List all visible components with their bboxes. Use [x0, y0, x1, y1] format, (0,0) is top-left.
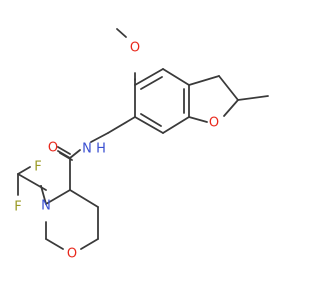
bond: [17, 173, 47, 191]
bond: [69, 149, 81, 159]
bond: [140, 113, 162, 127]
bond: [218, 75, 239, 101]
atom-o-methoxy: O: [130, 41, 140, 56]
bond: [40, 185, 47, 205]
bond: [237, 95, 269, 101]
atom-o-furan: O: [209, 116, 219, 131]
bond: [162, 116, 190, 134]
bond: [57, 146, 71, 155]
bond: [45, 238, 64, 250]
atom-o-morpholine: O: [67, 247, 77, 262]
bond: [17, 166, 31, 175]
atom-labels: O O O N H N O F F: [14, 41, 219, 262]
bond: [90, 132, 109, 143]
bond: [134, 68, 164, 86]
bond: [69, 189, 99, 208]
bond: [223, 99, 239, 117]
bond: [188, 116, 208, 123]
atom-f-top: F: [34, 160, 41, 175]
atom-h-amide: H: [96, 142, 106, 157]
bonds: [40, 28, 269, 250]
bond: [140, 76, 163, 90]
atom-f-bottom: F: [14, 200, 21, 215]
bond: [116, 28, 127, 38]
bond: [107, 116, 136, 134]
atom-o-carbonyl: O: [48, 141, 58, 156]
bond: [188, 75, 220, 86]
bond: [45, 189, 71, 205]
molecule-canvas: O O O N H N O F F: [14, 28, 269, 262]
bond: [162, 68, 190, 86]
bonds-detail: [17, 166, 47, 196]
bond: [80, 238, 99, 250]
structure-diagram: O O O N H N O F F: [14, 28, 269, 262]
atom-n-amide: N: [82, 142, 92, 157]
atom-n-morpholine: N: [41, 199, 51, 214]
bond: [134, 116, 164, 134]
